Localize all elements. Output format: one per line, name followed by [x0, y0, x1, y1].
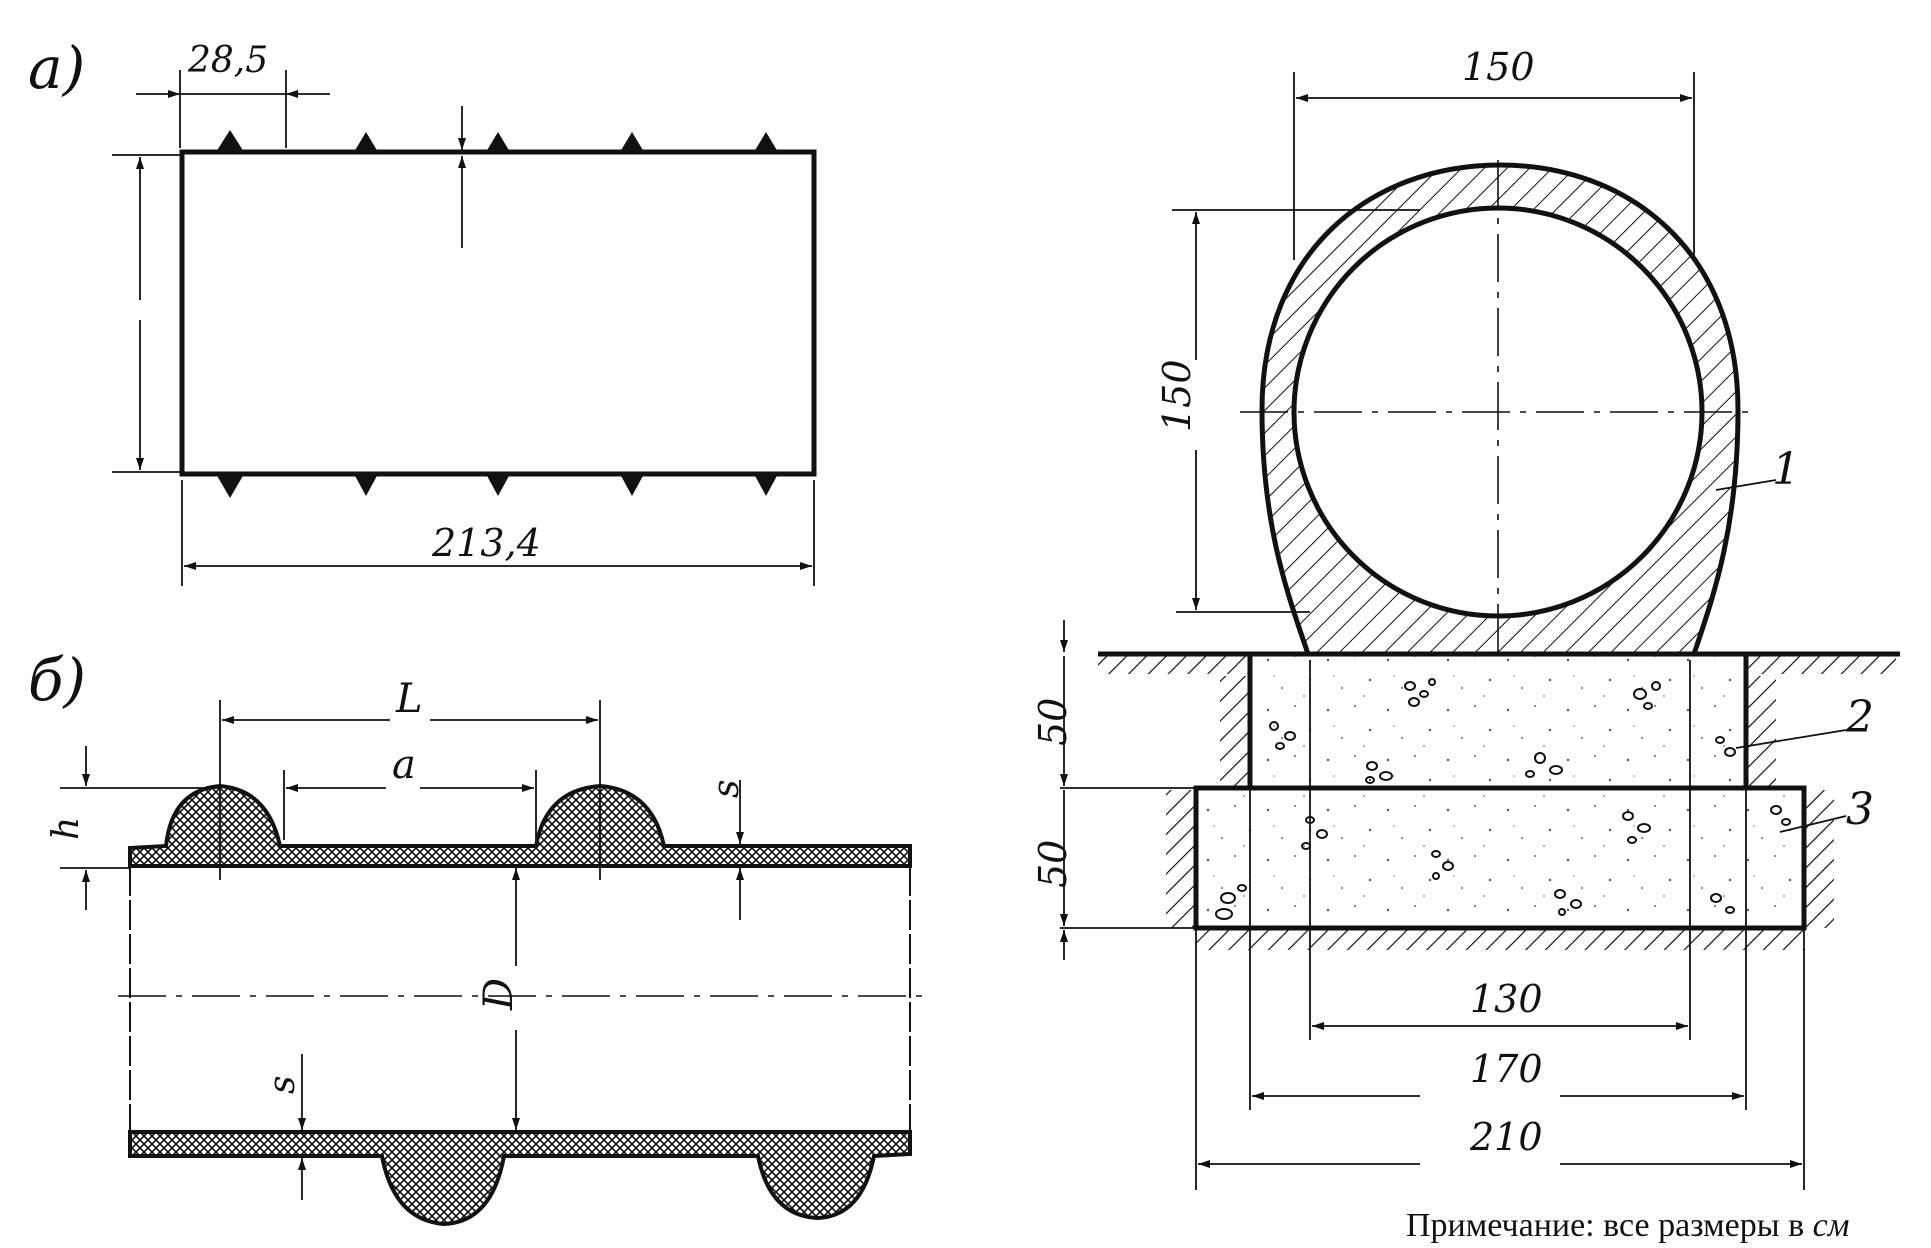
dim-length-label: 213,4 — [431, 521, 541, 565]
view-a: а) 28,5 — [28, 34, 817, 586]
note-text: Примечание: все размеры в — [1406, 1207, 1813, 1244]
view-a-label: а) — [28, 34, 85, 102]
dim-lower-block-label: 50 — [1031, 840, 1075, 888]
dim-upper-block — [1060, 620, 1250, 789]
dim-D-label: D — [476, 978, 522, 1011]
dim-pipe-width — [1293, 72, 1695, 260]
dim-pipe-height-label: 150 — [1155, 359, 1199, 432]
dim-130-label: 130 — [1470, 977, 1543, 1021]
dim-L-label: L — [395, 676, 423, 722]
earth-hatch-left-wall — [1220, 676, 1250, 786]
lower-foundation-block — [1193, 785, 1807, 931]
dim-210-label: 210 — [1469, 1115, 1543, 1159]
dim-pipe-height — [1172, 209, 1420, 613]
earth-hatch-bottom — [1196, 928, 1804, 950]
earth-hatch-right-wall-2 — [1804, 790, 1834, 928]
earth-hatch-left — [1098, 656, 1250, 674]
dim-a-label: a — [392, 742, 416, 788]
callout-2: 2 — [1845, 692, 1874, 743]
dim-height — [112, 154, 180, 473]
dim-L — [219, 700, 601, 880]
view-b-label: б) — [28, 646, 86, 714]
dim-length — [181, 480, 815, 586]
dim-h-label: h — [46, 817, 87, 840]
callout-leaders — [1715, 479, 1847, 833]
dim-spacing-label: 28,5 — [187, 40, 268, 81]
dim-upper-block-label: 50 — [1031, 698, 1075, 746]
pipe-wall-bottom — [128, 1130, 912, 1227]
dim-lower-block — [1060, 790, 1196, 960]
note-unit: см — [1813, 1207, 1850, 1244]
top-bumps — [216, 130, 778, 152]
sheet-outline — [179, 149, 817, 477]
callout-3: 3 — [1846, 784, 1874, 835]
bottom-bumps — [216, 474, 778, 498]
dimensions-note: Примечание: все размеры в см — [1406, 1207, 1849, 1244]
dim-s-bottom-label: s — [262, 1076, 303, 1094]
earth-hatch-left-wall-2 — [1166, 790, 1196, 928]
callout-1: 1 — [1772, 444, 1800, 495]
dim-pipe-width-label: 150 — [1462, 45, 1535, 89]
dim-s-top-label: s — [706, 780, 747, 798]
earth-hatch-right — [1746, 656, 1896, 674]
dim-170-label: 170 — [1470, 1047, 1543, 1091]
view-b: б) L a s — [28, 646, 924, 1227]
dim-spacing — [136, 70, 330, 148]
dim-bottom-widths — [1195, 660, 1805, 1190]
pipe-wall-top — [128, 783, 912, 868]
dim-a — [283, 770, 537, 840]
earth-hatch-right-wall — [1746, 676, 1776, 786]
upper-foundation-block — [1247, 651, 1749, 791]
section-view: 150 150 50 50 — [1031, 45, 1900, 1190]
dim-h — [60, 746, 220, 910]
